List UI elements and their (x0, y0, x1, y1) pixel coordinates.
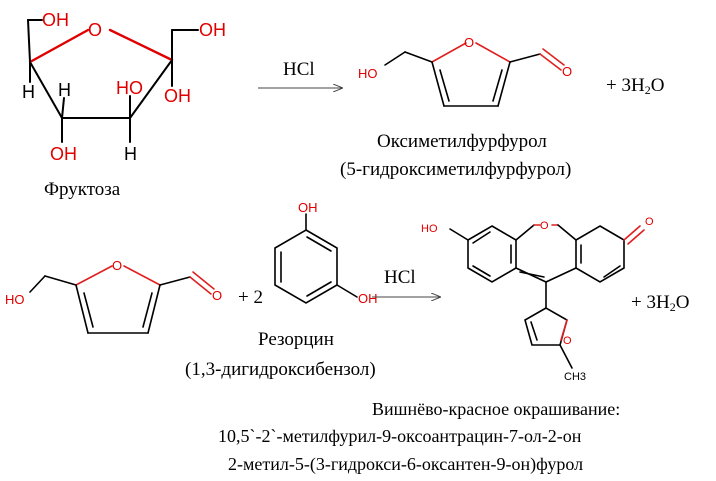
fructose-ring-oxygen: O (88, 20, 102, 40)
fructose-name: Фруктоза (44, 179, 121, 200)
product-caption: Вишнёво-красное окрашивание: (372, 399, 621, 419)
product-name-1: 10,5`-2`-метилфурил-9-оксоантрацин-7-ол-… (218, 426, 582, 446)
resorcinol-oh-top: OH (298, 200, 318, 215)
hmf-bottom-carbonyl-oxygen: O (212, 288, 222, 303)
product-ho: HO (421, 223, 438, 235)
reaction2-water: + 3H2O (631, 293, 689, 313)
fructose-oh-right: OH (199, 20, 226, 40)
hmf-structure-top: HO O O (358, 35, 572, 107)
fructose-h-mid: H (58, 80, 71, 100)
fructose-oh-c3: OH (50, 144, 77, 164)
fructose-oh-top: OH (42, 10, 69, 30)
hmf-name: Оксиметилфурфурол (377, 131, 547, 152)
reaction2-reagent: HCl (384, 267, 416, 288)
product-furan-oxygen: O (563, 335, 572, 347)
product-structure: HO O O O CH3 (421, 216, 654, 383)
reaction1-water-prefix: + 3H (606, 75, 645, 96)
resorcinol-alt-name: (1,3-дигидроксибензол) (185, 359, 376, 380)
fructose-h-bottom: H (124, 144, 137, 164)
hmf-top-ring-oxygen: O (464, 35, 474, 50)
resorcinol-structure: OH OH (274, 200, 378, 306)
product-ring-oxygen: O (540, 220, 549, 232)
product-methyl: CH3 (564, 371, 586, 383)
hmf-alt-name: (5-гидроксиметилфурфурол) (340, 159, 572, 180)
reaction1-water-suffix: O (650, 75, 665, 96)
resorcinol-oh-bottom: OH (358, 291, 378, 306)
hmf-top-ho: HO (358, 66, 378, 81)
product-keto-oxygen: O (645, 216, 654, 228)
reaction1-reagent: HCl (283, 59, 315, 80)
reaction1-water: + 3H2O (606, 76, 664, 96)
resorcinol-name: Резорцин (258, 329, 334, 350)
hmf-top-carbonyl-oxygen: O (562, 64, 572, 79)
hmf-bottom-ring-oxygen: O (112, 258, 122, 273)
reaction2-water-prefix: + 3H (631, 292, 670, 313)
fructose-oh-c4: HO (116, 78, 143, 98)
fructose-oh-c2: OH (164, 86, 191, 106)
reaction2-water-sub: 2 (669, 300, 676, 314)
hmf-structure-bottom: HO O O (5, 258, 222, 334)
reaction2-plus: + 2 (238, 287, 263, 308)
fructose-h-left: H (22, 82, 35, 102)
hmf-bottom-ho: HO (5, 292, 25, 307)
reaction1-water-sub: 2 (644, 83, 651, 97)
reaction2-water-suffix: O (675, 292, 690, 313)
fructose-structure: OH O OH H H HO OH OH H (22, 10, 226, 164)
product-name-2: 2-метил-5-(3-гидрокси-6-оксантен-9-он)фу… (228, 454, 584, 474)
